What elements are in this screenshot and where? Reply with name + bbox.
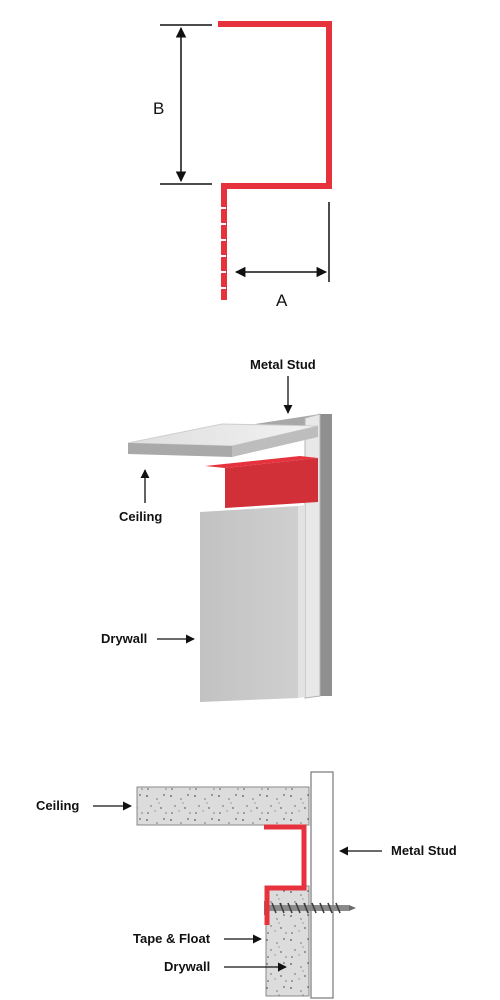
dimension-b [160, 24, 212, 185]
metal-stud-label: Metal Stud [250, 357, 316, 372]
dimension-a-label: A [276, 291, 288, 310]
dimension-b-label: B [153, 99, 164, 118]
metal-stud-edge [320, 414, 332, 696]
ceiling-front [128, 443, 232, 457]
ceiling-side [232, 426, 318, 457]
trim-face [225, 458, 318, 508]
drywall-label: Drywall [101, 631, 147, 646]
section-trim [264, 824, 307, 925]
section-drywall [265, 885, 310, 997]
isometric-diagram: Metal Stud Ceiling Drywall [101, 357, 332, 702]
drywall-edge [298, 505, 305, 698]
drywall-front [200, 506, 298, 702]
section-ceiling-label: Ceiling [36, 798, 79, 813]
ceiling-label: Ceiling [119, 509, 162, 524]
perforation-marks [220, 207, 226, 289]
dimension-a [234, 202, 330, 282]
metal-stud-face [304, 413, 321, 699]
trim-profile [218, 21, 332, 300]
section-metal-stud [310, 771, 334, 999]
section-diagram: Ceiling Metal Stud Tape & Float Drywall [36, 771, 457, 999]
profile-diagram: B A [153, 21, 332, 310]
section-ceiling-slab [136, 786, 310, 826]
tape-float-label: Tape & Float [133, 931, 211, 946]
section-metal-stud-label: Metal Stud [391, 843, 457, 858]
trim-top [205, 456, 318, 468]
section-drywall-label: Drywall [164, 959, 210, 974]
